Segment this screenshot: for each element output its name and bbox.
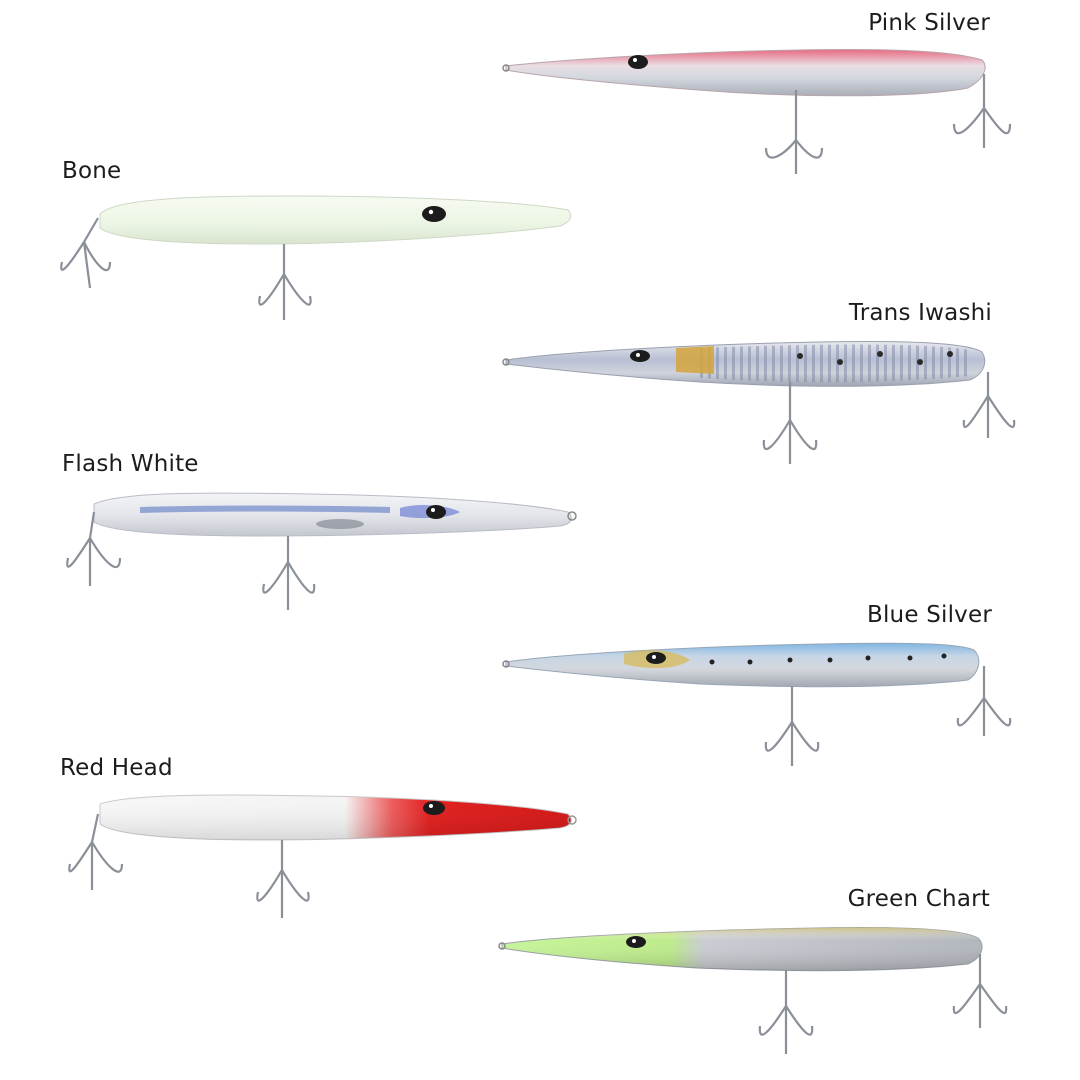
lure-pink-silver — [502, 49, 1012, 174]
label-pink-silver: Pink Silver — [868, 10, 990, 36]
lure-trans-iwashi — [502, 340, 1016, 464]
lure-flash-white — [66, 492, 577, 610]
label-red-head: Red Head — [60, 755, 173, 781]
lure-green-chart — [498, 926, 1008, 1054]
lure-red-head — [68, 794, 577, 918]
label-green-chart: Green Chart — [847, 886, 990, 912]
label-flash-white: Flash White — [62, 451, 199, 477]
lure-blue-silver — [502, 642, 1012, 766]
label-bone: Bone — [62, 158, 122, 184]
label-trans-iwashi: Trans Iwashi — [848, 300, 992, 326]
lure-bone — [60, 195, 572, 320]
label-blue-silver: Blue Silver — [866, 602, 992, 628]
